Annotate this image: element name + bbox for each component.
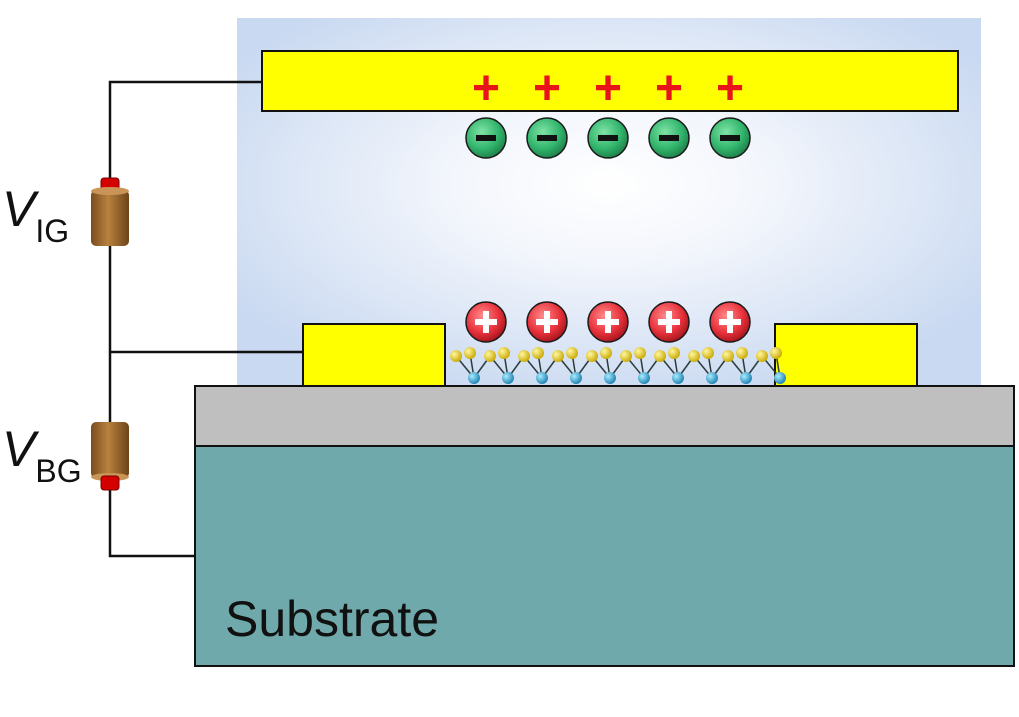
sulfur-atom [620,350,632,362]
metal-atom [672,372,684,384]
vig-battery-icon [91,177,129,246]
sulfur-atom [600,347,612,359]
sulfur-atom [770,347,782,359]
sulfur-atom [552,350,564,362]
negative-ion [709,117,751,159]
metal-atom [774,372,786,384]
metal-atom [604,372,616,384]
vig-label-sub: IG [35,213,69,249]
2d-material-channel [450,347,786,384]
negative-ion [465,117,507,159]
sulfur-atom [484,350,496,362]
sulfur-atom [518,350,530,362]
sulfur-atom [450,350,462,362]
negative-ion [648,117,690,159]
sulfur-atom [702,347,714,359]
vbg-label-sub: BG [35,453,81,489]
vig-label: VIG [2,181,69,249]
sulfur-atom [736,347,748,359]
negative-ion [526,117,568,159]
positive-ion [465,301,507,343]
source-contact [302,323,446,387]
positive-ion [587,301,629,343]
vig-label-main: V [2,181,40,237]
sulfur-atom [566,347,578,359]
negative-ions [465,117,751,159]
gate-positive-charges: + + + + + [472,62,744,115]
sulfur-atom [586,350,598,362]
vbg-battery-icon [91,422,129,491]
sulfur-atom [654,350,666,362]
circuit-wires [108,80,303,558]
metal-atom [536,372,548,384]
positive-ion [709,301,751,343]
vbg-label: VBG [2,421,82,489]
sulfur-atom [532,347,544,359]
gate-plus-charge: + [594,62,622,115]
metal-atom [706,372,718,384]
metal-atom [638,372,650,384]
substrate-label: Substrate [225,591,439,647]
gate-plus-charge: + [472,62,500,115]
metal-atom [502,372,514,384]
positive-ion [648,301,690,343]
vbg-label-main: V [2,421,40,477]
sulfur-atom [634,347,646,359]
sulfur-atom [498,347,510,359]
drain-contact [774,323,918,387]
oxide-layer [194,385,1015,447]
gate-plus-charge: + [533,62,561,115]
metal-atom [570,372,582,384]
sulfur-atom [722,350,734,362]
positive-ions [465,301,751,343]
sulfur-atom [756,350,768,362]
ionic-gate-electrode [261,50,959,112]
positive-ion [526,301,568,343]
sulfur-atom [668,347,680,359]
metal-atom [740,372,752,384]
channel-atoms [450,347,786,384]
sulfur-atom [688,350,700,362]
metal-atom [468,372,480,384]
sulfur-atom [464,347,476,359]
gate-plus-charge: + [655,62,683,115]
negative-ion [587,117,629,159]
substrate-layer [194,445,1015,667]
gate-plus-charge: + [716,62,744,115]
